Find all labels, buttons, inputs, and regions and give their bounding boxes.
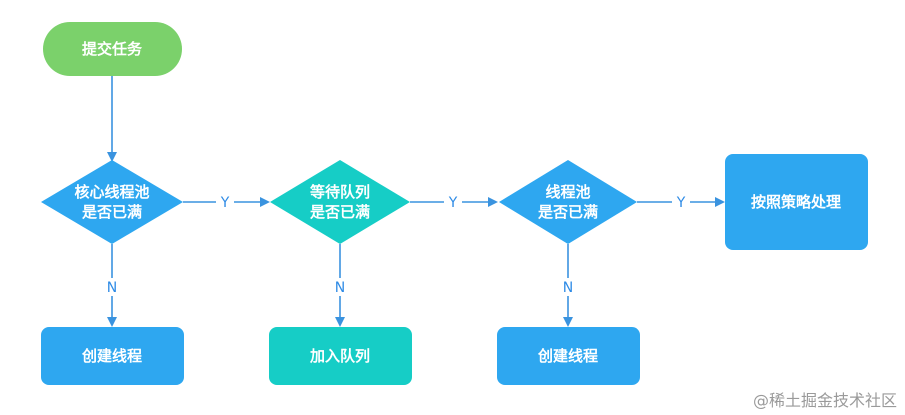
- edge-queue-to-add: N: [335, 244, 345, 327]
- core-pool-decision: 核心线程池 是否已满: [41, 160, 183, 244]
- queue-decision-line2: 是否已满: [309, 203, 370, 221]
- edge-label-queue-to-add: N: [335, 280, 345, 296]
- policy-node-label: 按照策略处理: [751, 193, 841, 211]
- edge-label-core-to-queue: Y: [220, 195, 230, 211]
- pool-decision-line1: 线程池: [545, 183, 590, 201]
- pool-decision: 线程池 是否已满: [499, 160, 637, 244]
- start-node: 提交任务: [43, 22, 182, 76]
- queue-decision-line1: 等待队列: [310, 183, 370, 201]
- policy-node: 按照策略处理: [725, 154, 868, 250]
- add-queue-node: 加入队列: [269, 327, 412, 385]
- core-pool-decision-line1: 核心线程池: [74, 183, 149, 201]
- watermark: @稀土掘金技术社区: [752, 391, 897, 410]
- create-thread-node-2: 创建线程: [497, 327, 640, 385]
- create-thread-node-1: 创建线程: [41, 327, 184, 385]
- edge-pool-to-policy: Y: [637, 195, 725, 211]
- queue-decision: 等待队列 是否已满: [270, 160, 410, 244]
- edge-queue-to-pool: Y: [410, 195, 498, 211]
- edge-label-pool-to-create: N: [563, 280, 573, 296]
- pool-decision-line2: 是否已满: [537, 203, 598, 221]
- create-thread-node-2-label: 创建线程: [537, 347, 598, 365]
- edge-label-pool-to-policy: Y: [676, 195, 686, 211]
- edges: Y Y Y N N N: [107, 76, 725, 327]
- start-node-label: 提交任务: [82, 40, 143, 58]
- add-queue-node-label: 加入队列: [309, 347, 370, 365]
- edge-core-to-create: N: [107, 244, 117, 327]
- edge-label-queue-to-pool: Y: [448, 195, 458, 211]
- core-pool-decision-line2: 是否已满: [81, 203, 142, 221]
- edge-pool-to-create: N: [563, 244, 573, 327]
- edge-label-core-to-create: N: [107, 280, 117, 296]
- create-thread-node-1-label: 创建线程: [81, 347, 142, 365]
- edge-core-to-queue: Y: [183, 195, 270, 211]
